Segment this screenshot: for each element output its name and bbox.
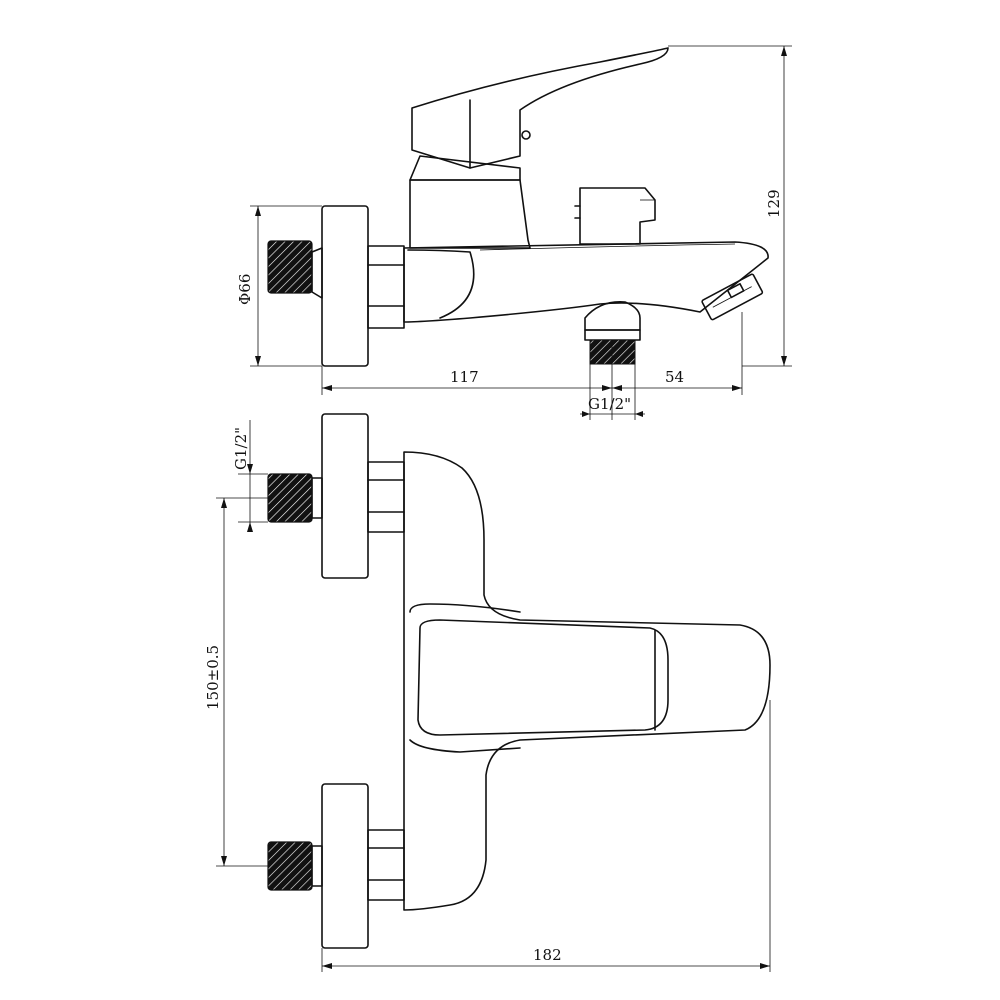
front-lower-flange xyxy=(321,783,369,949)
dim-total-width: 182 xyxy=(321,700,771,972)
front-body xyxy=(403,451,771,911)
front-lower-hex-nut xyxy=(367,829,405,901)
dim-54-label: 54 xyxy=(665,368,684,386)
side-cartridge-housing xyxy=(409,179,531,249)
side-body-line xyxy=(479,243,736,251)
front-body-bottom-edge xyxy=(409,739,521,753)
front-upper-flange xyxy=(321,413,369,579)
dim-150-label: 150±0.5 xyxy=(204,645,222,710)
front-body-top-edge xyxy=(409,603,521,613)
front-view: G1/2" 150±0.5 182 xyxy=(204,413,771,972)
dim-height: 129 xyxy=(668,45,792,367)
dim-diameter: Φ66 xyxy=(236,205,322,367)
side-diverter-knob xyxy=(579,187,656,245)
side-knurled-inlet xyxy=(267,240,323,299)
dim-center-distance: 150±0.5 xyxy=(204,497,268,867)
dim-side-horizontal: 117 54 xyxy=(321,312,743,420)
side-view: Φ66 117 54 G1/2" xyxy=(236,45,792,420)
front-upper-hex-nut xyxy=(367,461,405,533)
dim-front-thread: G1/2" xyxy=(232,420,268,532)
dim-129-label: 129 xyxy=(765,189,783,218)
dim-side-thread-label: G1/2" xyxy=(588,395,631,413)
side-body-contour xyxy=(407,249,475,319)
side-body xyxy=(403,241,769,323)
dim-117-label: 117 xyxy=(450,368,479,386)
dim-front-thread-label: G1/2" xyxy=(232,427,250,470)
front-upper-knurled-inlet xyxy=(267,473,323,523)
dim-182-label: 182 xyxy=(533,946,562,964)
front-lever-handle xyxy=(417,619,669,736)
side-hex-nut xyxy=(367,245,405,329)
front-lower-knurled-inlet xyxy=(267,841,323,891)
dim-diameter-label: Φ66 xyxy=(236,274,254,305)
dim-side-thread: G1/2" xyxy=(580,364,645,420)
side-shower-outlet xyxy=(584,301,641,365)
side-lever-screw xyxy=(521,130,531,140)
side-spout-aerator xyxy=(701,273,764,321)
side-wall-flange xyxy=(321,205,369,367)
side-lever-handle xyxy=(411,47,669,169)
